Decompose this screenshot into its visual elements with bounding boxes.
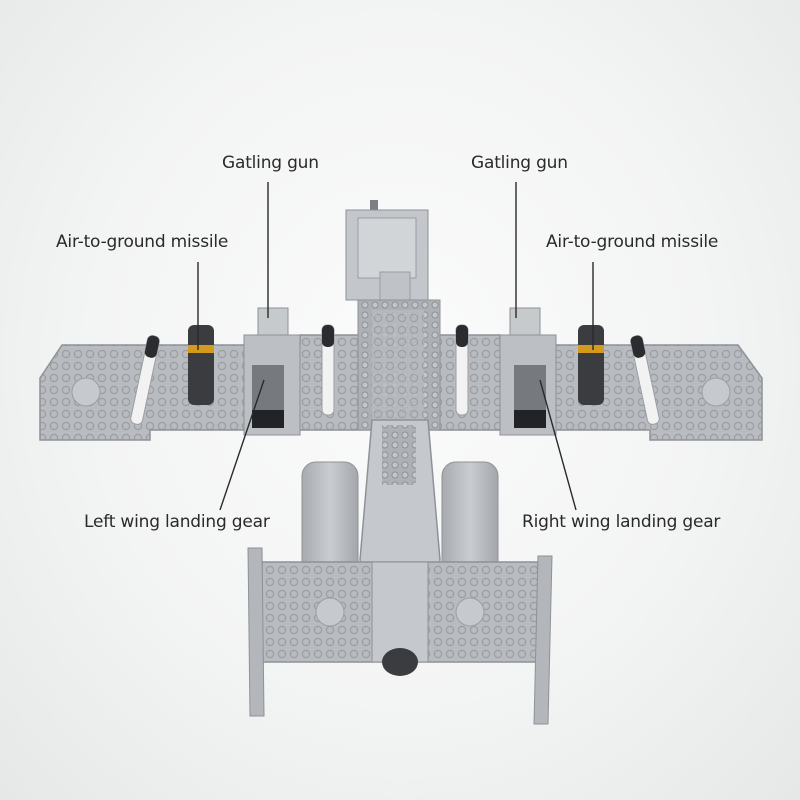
label-missile-left: Air-to-ground missile	[56, 232, 229, 252]
missiles	[130, 324, 660, 425]
label-gatling-gun-left: Gatling gun	[222, 153, 319, 173]
label-gatling-gun-right: Gatling gun	[471, 153, 568, 173]
label-landing-gear-left: Left wing landing gear	[84, 512, 270, 532]
gatling-gun-pods	[243, 307, 557, 436]
tail-section	[247, 547, 553, 725]
callout-lines	[197, 182, 594, 511]
label-landing-gear-right: Right wing landing gear	[522, 512, 721, 532]
engines	[301, 461, 499, 583]
label-missile-right: Air-to-ground missile	[546, 232, 719, 252]
